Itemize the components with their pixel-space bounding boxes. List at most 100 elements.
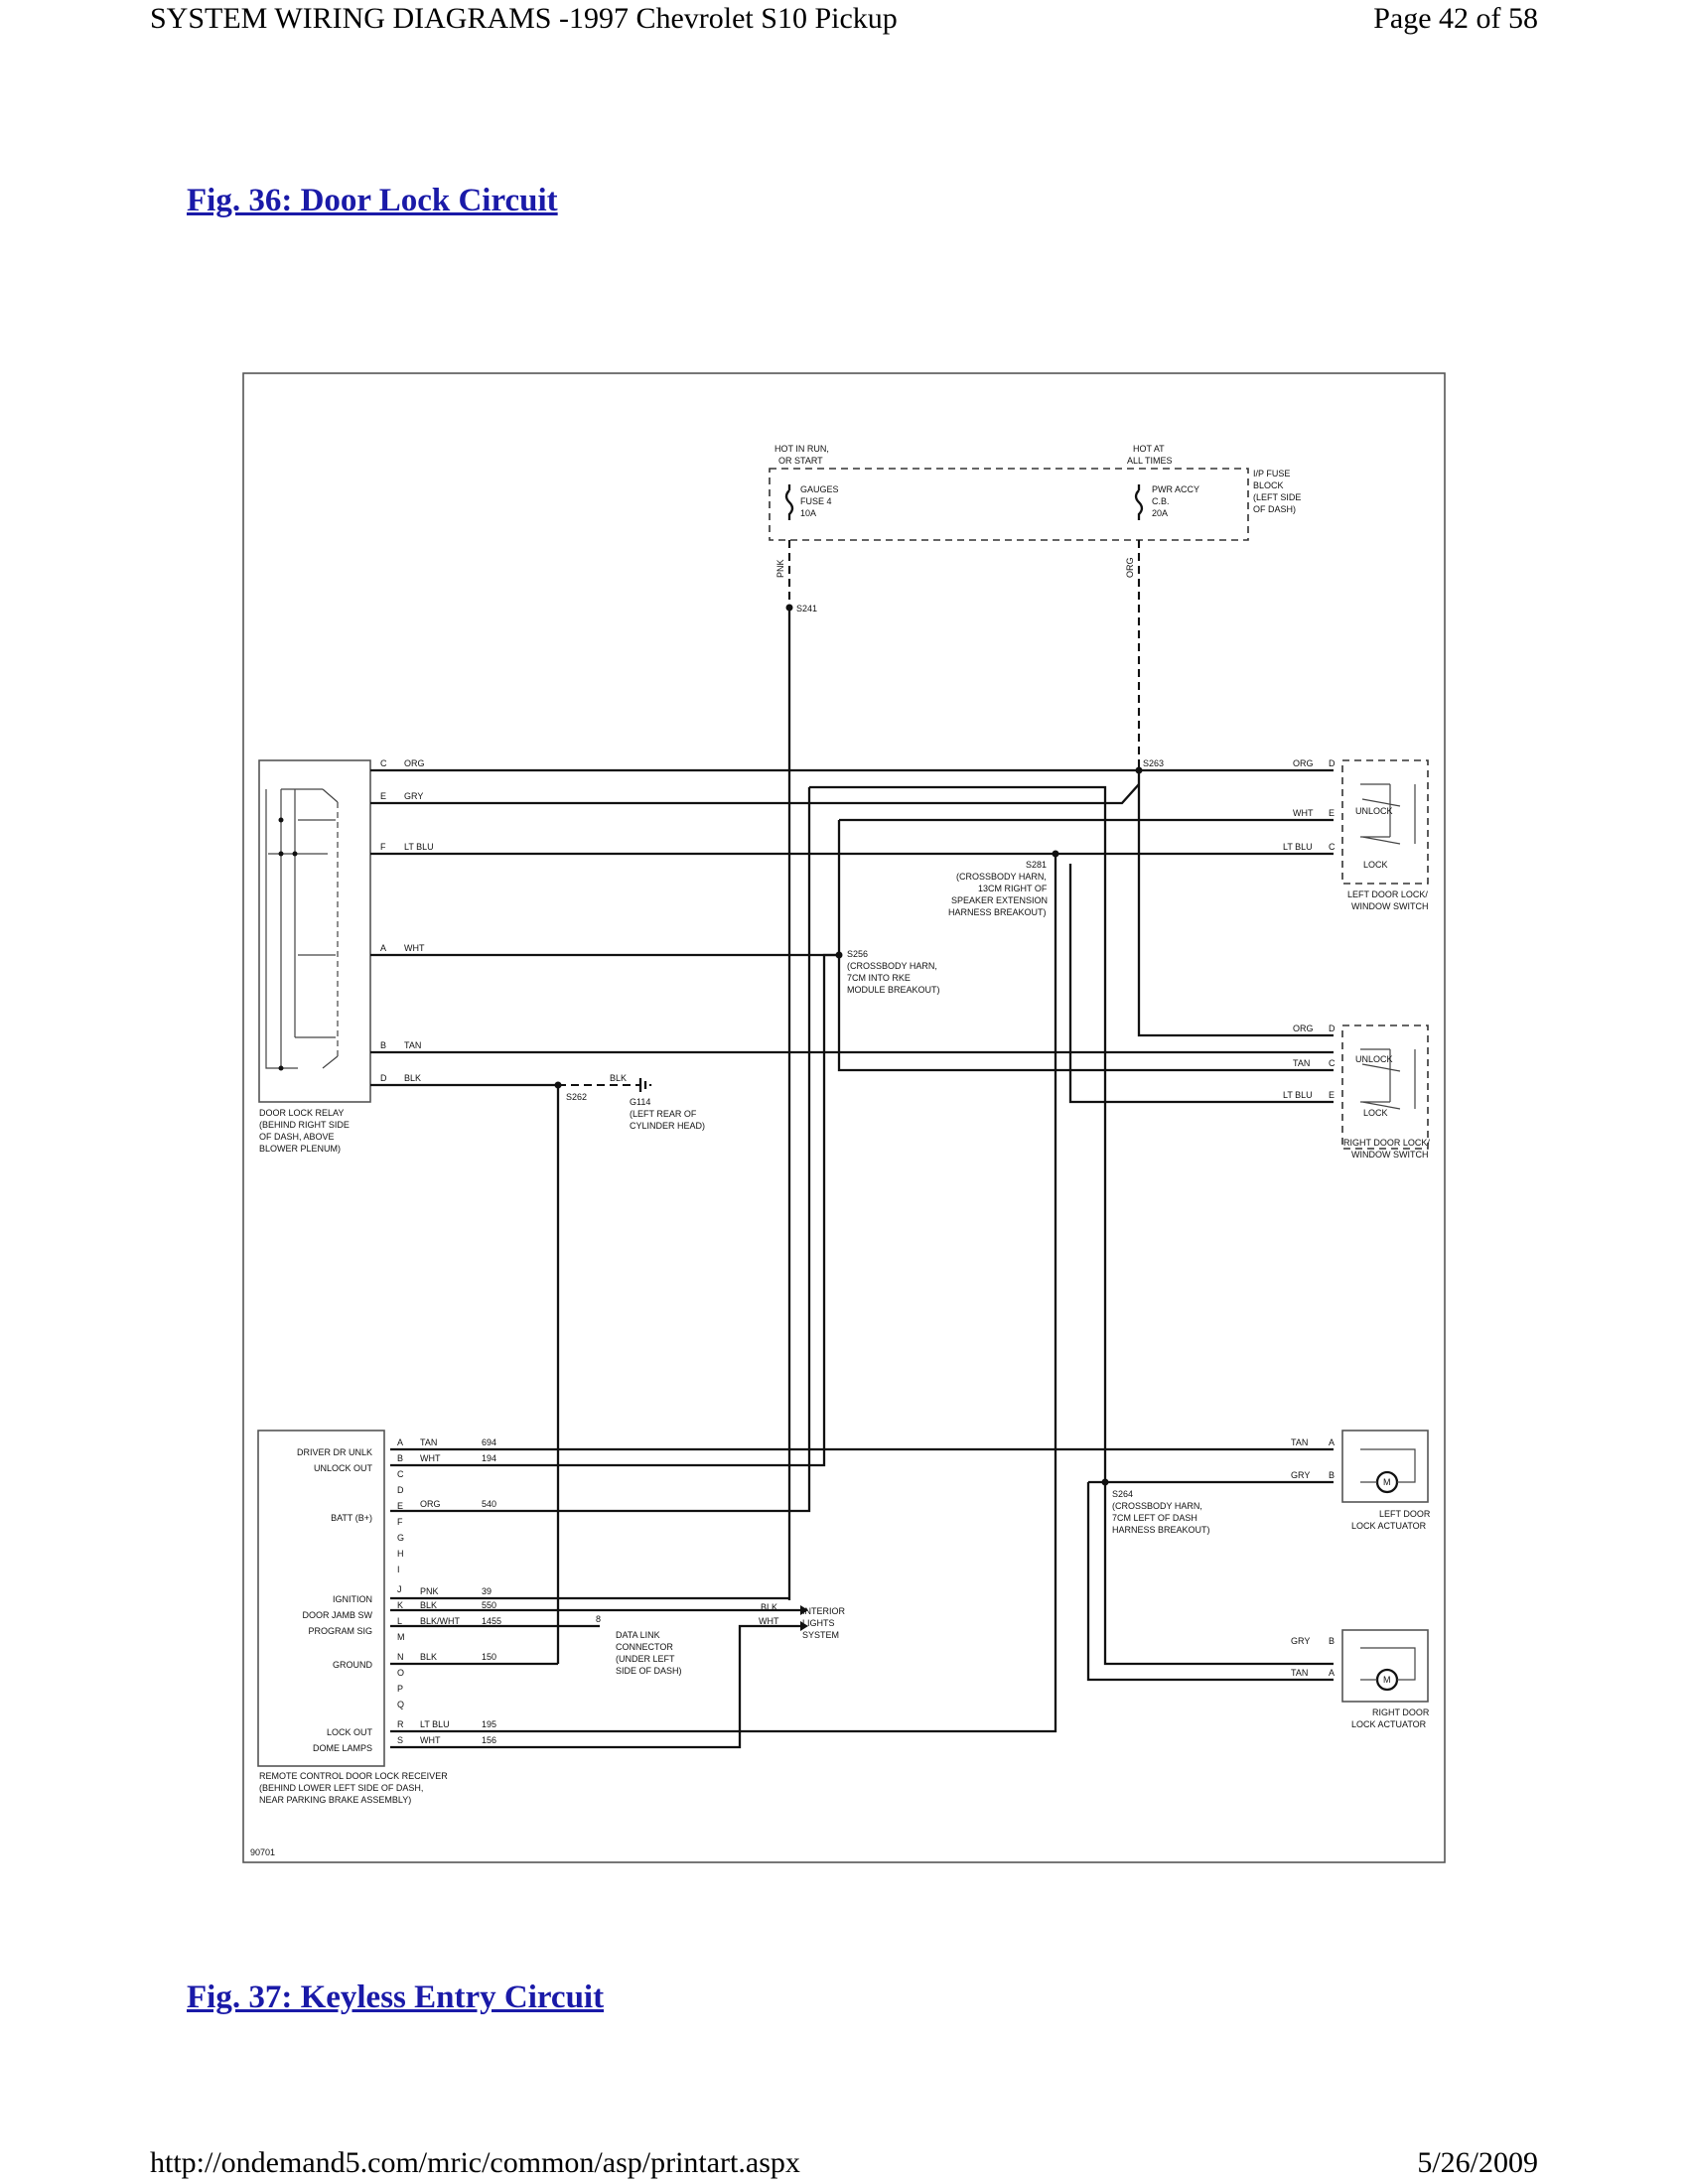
relay-pin-f: F xyxy=(380,842,386,852)
ltblu-lock-out xyxy=(390,854,1057,1733)
relay-internal-leads xyxy=(268,819,336,956)
right-switch-org xyxy=(1137,770,1334,1037)
org-batt-feed xyxy=(390,787,811,1513)
relay-node-3 xyxy=(292,851,298,857)
receiver-fn-s: DOME LAMPS xyxy=(313,1743,372,1753)
receiver-pin-b: B xyxy=(397,1453,403,1463)
receiver-wire-n-circuit: 150 xyxy=(482,1652,496,1662)
interior-lights-label-line2: LIGHTS xyxy=(802,1618,835,1628)
pwr-accy-line2: C.B. xyxy=(1152,496,1170,506)
left-door-lock-switch-box xyxy=(1341,759,1429,885)
wht-dome-lamps xyxy=(390,1624,800,1749)
diagram-frame xyxy=(242,372,1446,1863)
org-feed-label: ORG xyxy=(1125,557,1135,578)
relay-node-1 xyxy=(278,817,284,823)
s241-label: S241 xyxy=(796,604,817,614)
receiver-wire-l-circuit: 1455 xyxy=(482,1616,501,1626)
receiver-pin-s: S xyxy=(397,1735,403,1745)
left-switch-label-line1: LEFT DOOR LOCK/ xyxy=(1347,889,1428,899)
relay-node-4 xyxy=(278,1065,284,1071)
interior-lights-label-line1: INTERIOR xyxy=(802,1606,846,1616)
figure-37-title-link[interactable]: Fig. 37: Keyless Entry Circuit xyxy=(187,1979,605,2015)
s262-label: S262 xyxy=(566,1092,587,1102)
receiver-fn-k: DOOR JAMB SW xyxy=(302,1610,372,1620)
right-switch-wire2-color: TAN xyxy=(1293,1058,1310,1068)
relay-color-c: ORG xyxy=(404,758,425,768)
receiver-wire-k-color: BLK xyxy=(420,1600,437,1610)
relay-color-d: BLK xyxy=(404,1073,421,1083)
receiver-wire-l-color: BLK/WHT xyxy=(420,1616,461,1626)
g114-wire-label: BLK xyxy=(610,1073,627,1083)
relay-color-f: LT BLU xyxy=(404,842,434,852)
hot-at-all-times-line1: HOT AT xyxy=(1133,444,1165,454)
data-link-label-line4: SIDE OF DASH) xyxy=(616,1666,682,1676)
receiver-pin-m: M xyxy=(397,1632,405,1642)
receiver-wire-n-color: BLK xyxy=(420,1652,437,1662)
footer-url: http://ondemand5.com/mric/common/asp/pri… xyxy=(150,2146,800,2179)
diagram-labels: HOT IN RUN, OR START HOT AT ALL TIMES GA… xyxy=(250,444,1431,1857)
receiver-wire-j-color: PNK xyxy=(420,1586,439,1596)
g114-label-line2: (LEFT REAR OF xyxy=(630,1109,697,1119)
ip-fuse-block-box xyxy=(769,468,1249,541)
receiver-pin-a: A xyxy=(397,1437,403,1447)
right-actuator-motor: M xyxy=(1383,1675,1391,1685)
s281-label-line3: 13CM RIGHT OF xyxy=(978,884,1048,893)
gauges-fuse-symbol xyxy=(784,484,794,520)
pwr-accy-line3: 20A xyxy=(1152,508,1168,518)
left-switch-unlock: UNLOCK xyxy=(1355,806,1393,816)
s281-label-line4: SPEAKER EXTENSION xyxy=(951,895,1048,905)
relay-pin-e: E xyxy=(380,791,386,801)
receiver-pin-d: D xyxy=(397,1485,404,1495)
right-switch-tan-route xyxy=(837,820,1334,1072)
receiver-wire-r-color: LT BLU xyxy=(420,1719,450,1729)
right-actuator-box xyxy=(1341,1629,1429,1703)
relay-pin-b: B xyxy=(380,1040,386,1050)
receiver-pin-i: I xyxy=(397,1565,400,1574)
receiver-wire-j-circuit: 39 xyxy=(482,1586,492,1596)
left-switch-wire2-color: WHT xyxy=(1293,808,1314,818)
receiver-pin-e: E xyxy=(397,1501,403,1511)
right-actuator-label-line2: LOCK ACTUATOR xyxy=(1351,1719,1427,1729)
receiver-fn-r: LOCK OUT xyxy=(327,1727,373,1737)
right-switch-label-line1: RIGHT DOOR LOCK/ xyxy=(1343,1138,1430,1148)
left-switch-label-line2: WINDOW SWITCH xyxy=(1351,901,1428,911)
remote-receiver-box xyxy=(257,1430,385,1767)
gauges-fuse-line3: 10A xyxy=(800,508,816,518)
interior-lights-arrow-blk xyxy=(800,1605,808,1615)
right-switch-wire3-pin: E xyxy=(1329,1090,1335,1100)
s281-label-line2: (CROSSBODY HARN, xyxy=(956,872,1047,882)
receiver-wire-e-circuit: 540 xyxy=(482,1499,496,1509)
receiver-fn-b: UNLOCK OUT xyxy=(314,1463,373,1473)
gry-right-actuator xyxy=(809,785,1334,1666)
relay-wire-e-gry xyxy=(370,783,1140,805)
left-actuator-label-line2: LOCK ACTUATOR xyxy=(1351,1521,1427,1531)
left-actuator-internal xyxy=(1360,1448,1416,1483)
left-actuator-wire2-pin: B xyxy=(1329,1470,1335,1480)
pnk-feed-label: PNK xyxy=(775,559,785,578)
receiver-fn-j: IGNITION xyxy=(333,1594,372,1604)
receiver-label-line2: (BEHIND LOWER LEFT SIDE OF DASH, xyxy=(259,1783,423,1793)
right-switch-unlock: UNLOCK xyxy=(1355,1054,1393,1064)
relay-contacts xyxy=(322,788,339,1069)
receiver-pin-p: P xyxy=(397,1684,403,1694)
receiver-wire-b-color: WHT xyxy=(420,1453,441,1463)
right-door-lock-switch-box xyxy=(1341,1024,1429,1150)
right-actuator-wire2-pin: A xyxy=(1329,1668,1335,1678)
receiver-pin-l: L xyxy=(397,1616,402,1626)
s281-label-line5: HARNESS BREAKOUT) xyxy=(948,907,1047,917)
s264-label-line3: 7CM LEFT OF DASH xyxy=(1112,1513,1197,1523)
receiver-pin-g: G xyxy=(397,1533,404,1543)
figure-36-title-link[interactable]: Fig. 36: Door Lock Circuit xyxy=(187,183,558,218)
left-actuator-motor: M xyxy=(1383,1477,1391,1487)
relay-pin-d: D xyxy=(380,1073,387,1083)
figure-code: 90701 xyxy=(250,1847,275,1857)
left-switch-wire3-color: LT BLU xyxy=(1283,842,1313,852)
hot-in-run-line2: OR START xyxy=(778,456,823,466)
left-switch-wire1-color: ORG xyxy=(1293,758,1314,768)
s256-label-line1: S256 xyxy=(847,949,868,959)
right-actuator-wire1-pin: B xyxy=(1329,1636,1335,1646)
receiver-pin-j: J xyxy=(397,1584,402,1594)
receiver-wire-b-circuit: 194 xyxy=(482,1453,496,1463)
data-link-pin: 8 xyxy=(596,1614,601,1624)
s264-label-line1: S264 xyxy=(1112,1489,1133,1499)
